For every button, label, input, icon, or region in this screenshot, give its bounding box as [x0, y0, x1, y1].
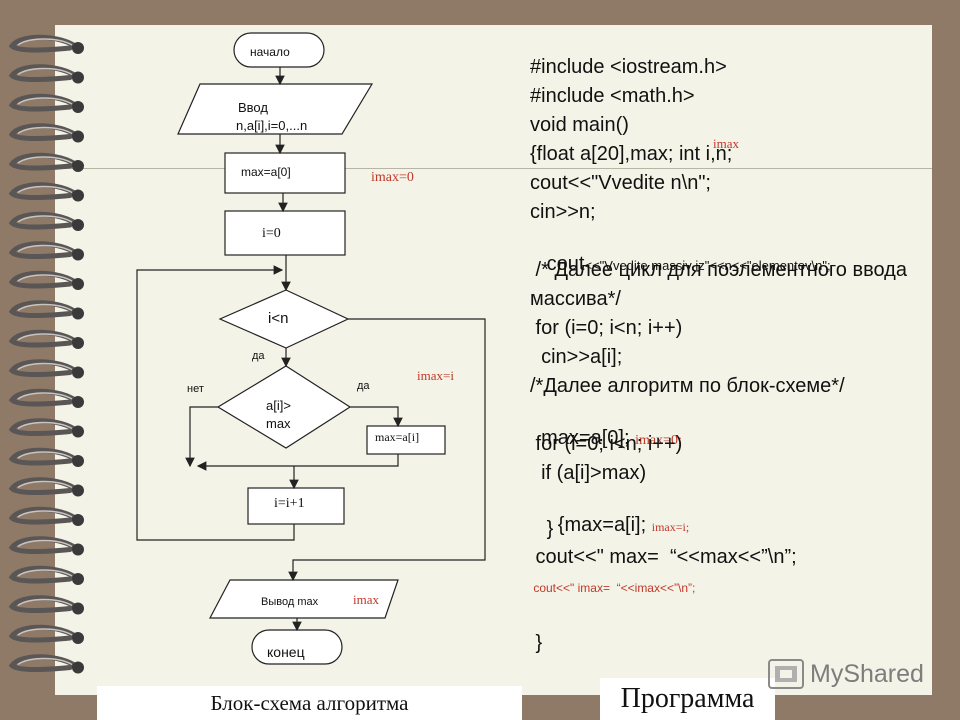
start-label: начало: [250, 45, 290, 59]
code-line-14: for (i=0; i<n; i++): [530, 433, 683, 455]
input-parallelogram: [177, 83, 374, 135]
code-line-2: #include <math.h>: [530, 85, 695, 107]
code-line-16-max: {max=a[i];: [541, 514, 652, 536]
increment-box: [247, 487, 345, 525]
binding-ring: [8, 329, 84, 349]
code-imax-note: imax: [713, 136, 739, 151]
no-label: нет: [187, 383, 204, 395]
yes-label-1: да: [252, 350, 265, 362]
code-line-16-imax: imax=i;: [651, 520, 690, 534]
code-line-13-imax: imax=0;: [635, 433, 682, 448]
i-init-label: i=0: [262, 226, 281, 241]
output-parallelogram: [209, 579, 399, 619]
imax-init-annotation: imax=0: [371, 170, 414, 185]
binding-ring: [8, 182, 84, 202]
binding-ring: [8, 654, 84, 674]
code-line-7: cout<<"Vvedite massiv iz"<<n<<"elementov…: [530, 230, 831, 276]
code-line-17: }: [530, 518, 554, 540]
binding-ring: [8, 447, 84, 467]
max-init-box: [224, 152, 346, 194]
watermark-text: MyShared: [810, 659, 924, 688]
code-line-19: cout<<" imax= “<<imax<<”\n”;: [530, 581, 696, 595]
i-init-box: [224, 210, 346, 256]
code-line-6: cin>>n;: [530, 201, 596, 223]
code-line-3: void main(): [530, 114, 629, 136]
code-line-7-cout: cout: [541, 253, 585, 275]
yes-label-2: да: [357, 380, 370, 392]
binding-ring: [8, 595, 84, 615]
binding-ring: [8, 270, 84, 290]
binding-ring: [8, 388, 84, 408]
binding-ring: [8, 211, 84, 231]
input-label-line1: Ввод: [238, 100, 268, 115]
flowchart-caption: Блок-схема алгоритма: [97, 686, 522, 720]
assign-label: max=a[i]: [375, 430, 420, 444]
code-line-8: /* Далее цикл для поэлементного ввода: [530, 259, 907, 281]
code-line-4: {float a[20],max; int i,n;: [530, 143, 733, 165]
code-line-13: max=a[0]; imax=0;: [530, 404, 682, 450]
code-line-15: if (a[i]>max): [530, 462, 647, 484]
code-line-12: /*Далее алгоритм по блок-схеме*/: [530, 375, 845, 397]
program-caption: Программа: [600, 678, 775, 720]
output-label: Вывод max: [261, 596, 319, 608]
notebook-page: [55, 25, 932, 695]
code-line-11: cin>>a[i];: [530, 346, 623, 368]
imax-i-annotation: imax=i: [417, 368, 454, 383]
binding-ring: [8, 93, 84, 113]
binding-ring: [8, 300, 84, 320]
myshared-watermark: MyShared: [768, 656, 924, 692]
input-label-line2: n,a[i],i=0,...n: [236, 118, 308, 133]
output-imax-annotation: imax: [353, 592, 379, 607]
compare-label-line1: a[i]>: [266, 398, 291, 413]
loop-condition-label: i<n: [268, 310, 289, 327]
code-line-16: {max=a[i]; imax=i;: [530, 491, 689, 537]
myshared-logo-icon: [768, 659, 804, 689]
binding-ring: [8, 506, 84, 526]
code-line-18: cout<<" max= “<<max<<”\n”;: [530, 546, 797, 568]
spiral-rings-icon: [8, 34, 84, 674]
code-line-9: массива*/: [530, 288, 621, 310]
max-init-label: max=a[0]: [241, 165, 291, 179]
increment-label: i=i+1: [274, 496, 305, 511]
binding-ring: [8, 565, 84, 585]
binding-ring: [8, 536, 84, 556]
code-line-1: #include <iostream.h>: [530, 56, 727, 78]
code-line-20: }: [530, 632, 543, 654]
code-line-10: for (i=0; i<n; i++): [530, 317, 683, 339]
binding-ring: [8, 123, 84, 143]
binding-ring: [8, 624, 84, 644]
binding-ring: [8, 477, 84, 497]
end-label: конец: [267, 644, 305, 660]
binding-ring: [8, 64, 84, 84]
compare-label-line2: max: [266, 416, 291, 431]
binding-ring: [8, 152, 84, 172]
code-line-13-max: max=a[0];: [541, 427, 636, 449]
start-terminal: [233, 32, 325, 68]
binding-ring: [8, 418, 84, 438]
binding-ring: [8, 359, 84, 379]
binding-ring: [8, 34, 84, 54]
compare-diamond: [216, 365, 352, 449]
ruled-line: [55, 168, 932, 169]
assign-box: [366, 425, 446, 455]
code-line-5: cout<<"Vvedite n\n";: [530, 172, 711, 194]
code-line-7-rest: <<"Vvedite massiv iz"<<n<<"elementov\n";: [584, 258, 831, 273]
binding-ring: [8, 241, 84, 261]
